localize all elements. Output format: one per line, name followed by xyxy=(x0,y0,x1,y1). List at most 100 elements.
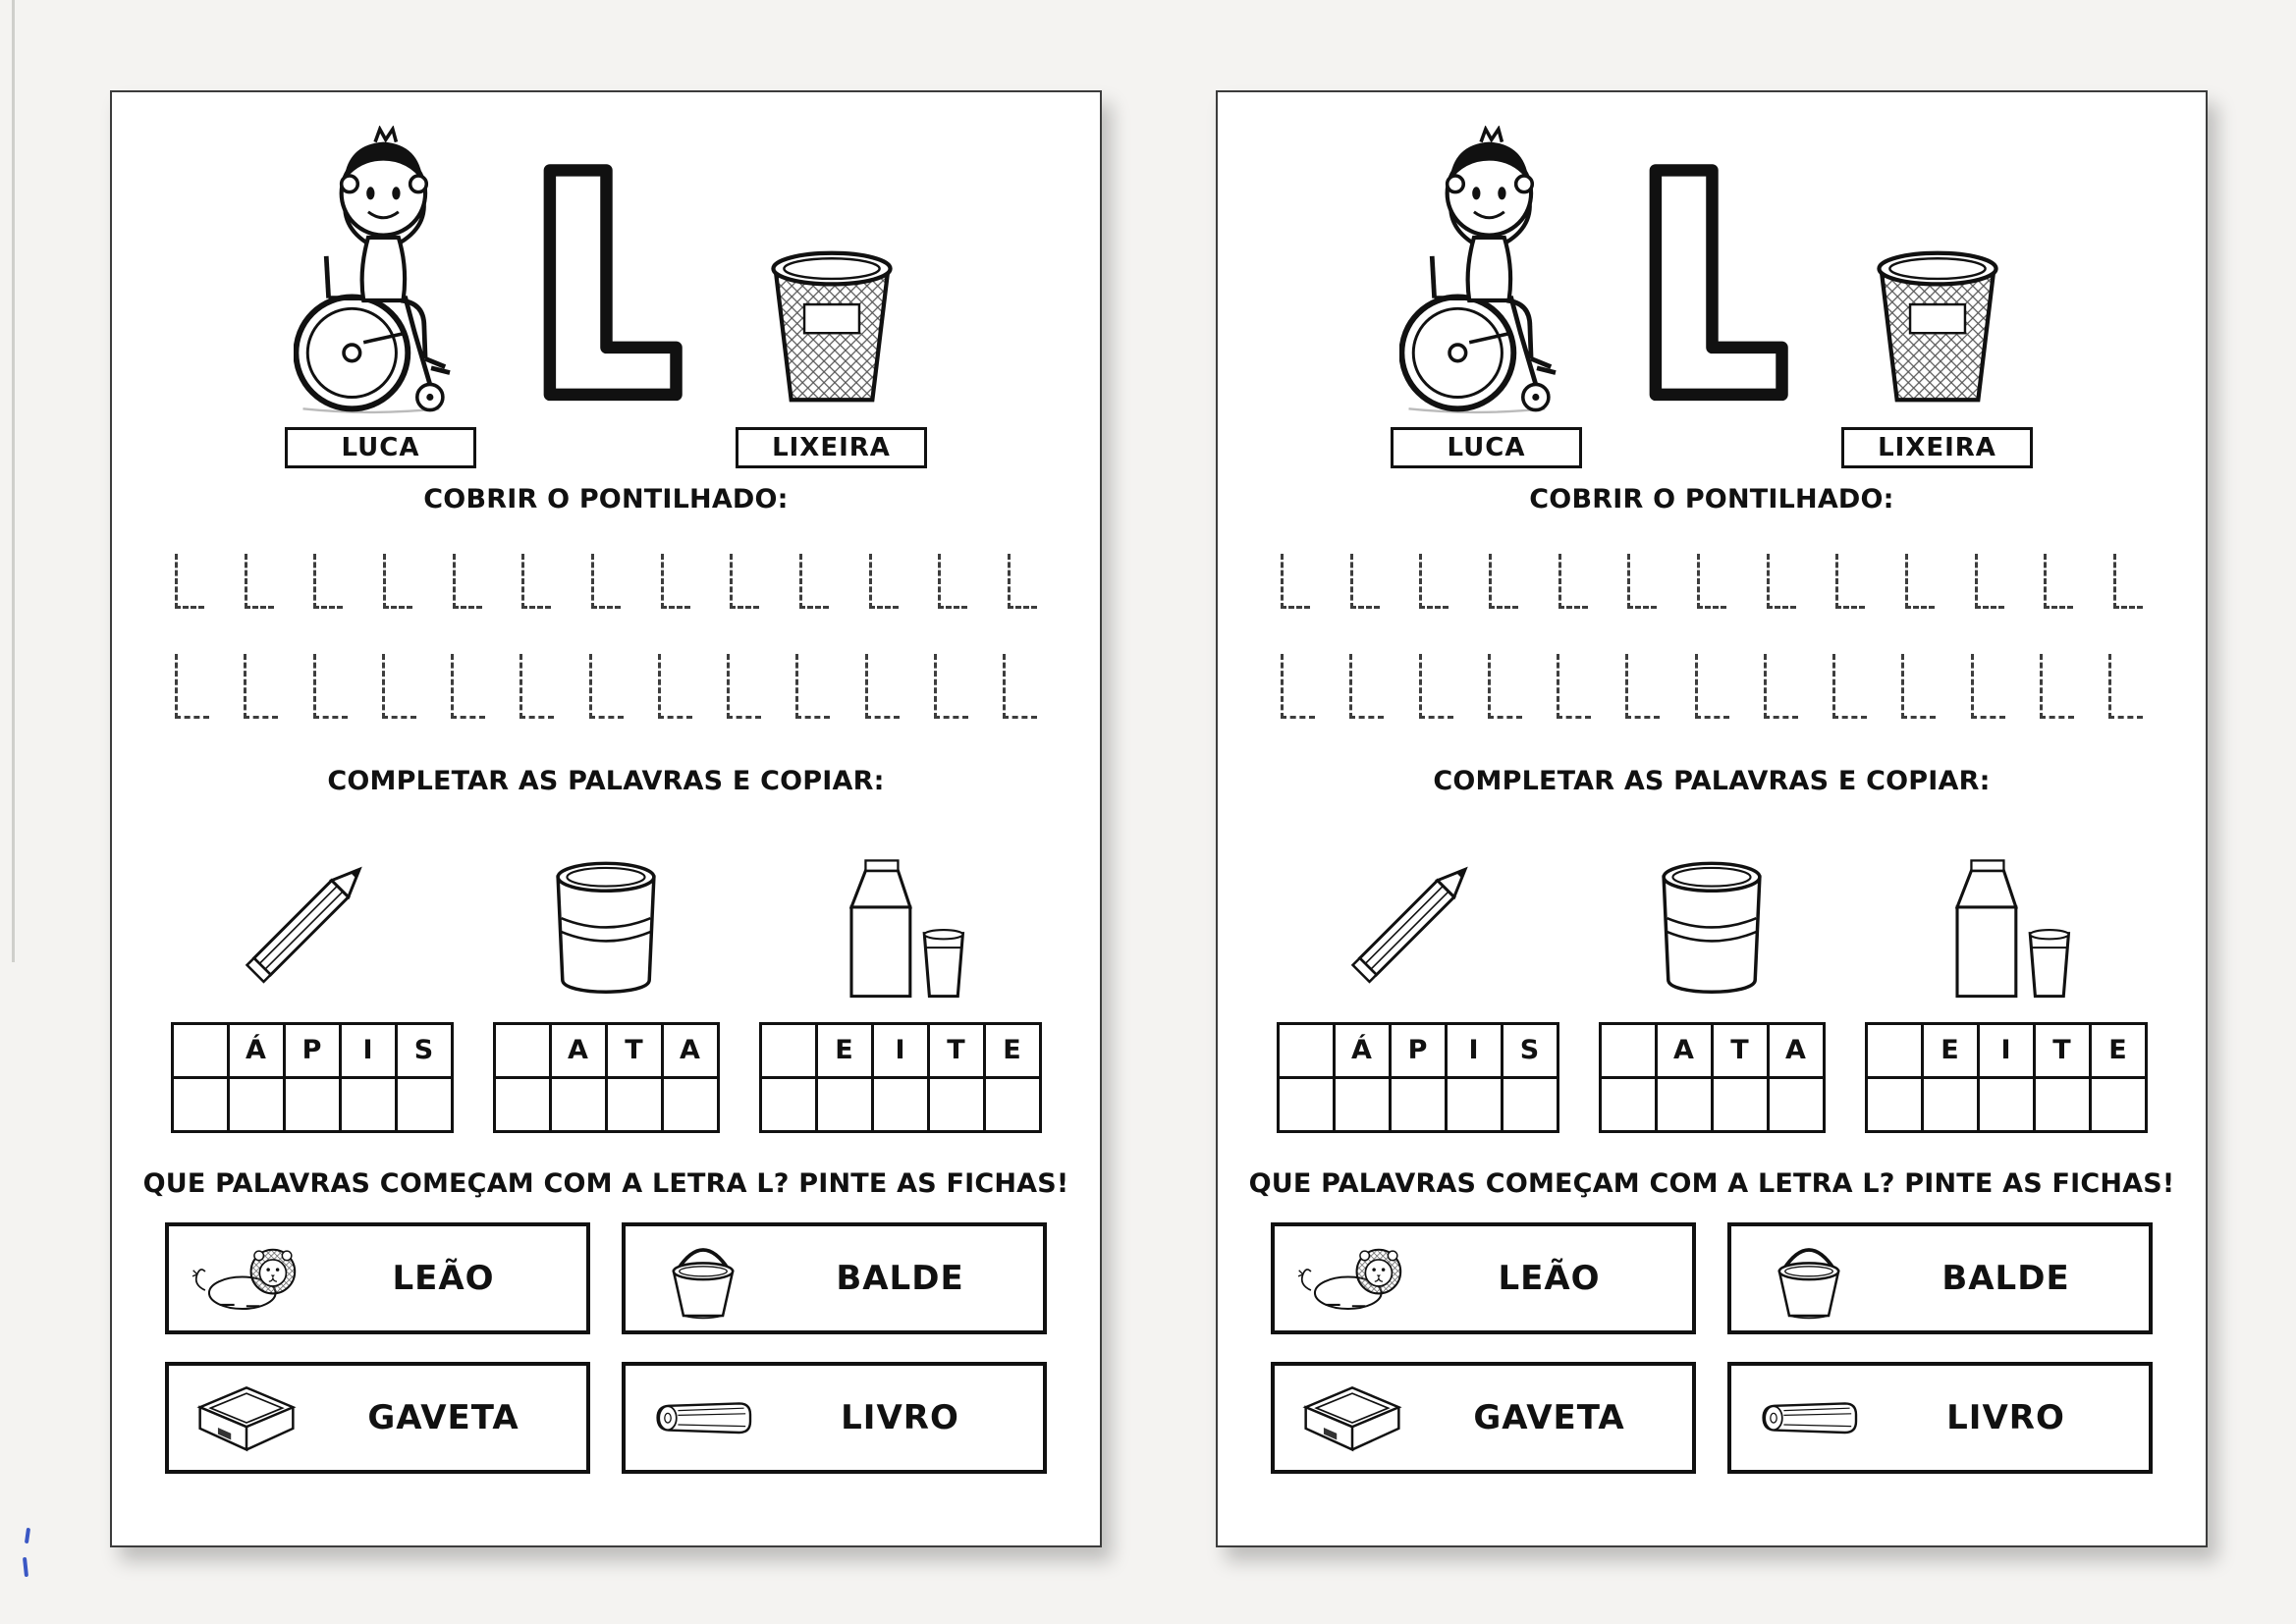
grid-cell xyxy=(170,1075,230,1133)
grid-cell: I xyxy=(1444,1021,1503,1079)
card-image-wrap xyxy=(185,1380,308,1454)
dotted-letter-l xyxy=(933,653,968,719)
grid-cell: S xyxy=(394,1021,454,1079)
dotted-letter-l xyxy=(1625,653,1661,719)
bucket-image xyxy=(1777,1248,1840,1320)
dotted-letter-l xyxy=(175,553,204,609)
drawer-image xyxy=(1302,1386,1402,1452)
luca-figure: LUCA xyxy=(1391,126,1582,468)
dotted-letter-l xyxy=(1832,653,1867,719)
dotted-letter-l xyxy=(175,653,209,719)
grid-cell: T xyxy=(1710,1021,1770,1079)
can-image xyxy=(556,861,656,994)
grid-cell xyxy=(2088,1075,2148,1133)
trace-area xyxy=(112,548,1100,719)
grid-cell: Á xyxy=(1332,1021,1392,1079)
word-card-livro: LIVRO xyxy=(622,1361,1047,1474)
luca-figure: LUCA xyxy=(285,126,476,468)
grid-cell: T xyxy=(604,1021,664,1079)
word-card-leao: LEÃO xyxy=(165,1221,590,1334)
card-label: LEÃO xyxy=(392,1258,495,1298)
header-row: LUCA LIXEIRA xyxy=(112,126,1100,468)
grid-cell xyxy=(1920,1075,1980,1133)
grid-cell: P xyxy=(1388,1021,1448,1079)
luca-label-box: LUCA xyxy=(285,426,476,468)
word-card-gaveta: GAVETA xyxy=(1271,1361,1696,1474)
dotted-letter-l xyxy=(521,553,552,609)
grid-cell: A xyxy=(1766,1021,1826,1079)
grid-cell: A xyxy=(660,1021,720,1079)
lixeira-label: LIXEIRA xyxy=(772,432,891,462)
grid-cell xyxy=(1766,1075,1826,1133)
grid-cell xyxy=(282,1075,342,1133)
word-group-leite: E I T E xyxy=(758,846,1042,1133)
grid-cell xyxy=(394,1075,454,1133)
bucket-image xyxy=(672,1248,735,1320)
grid-cell: P xyxy=(282,1021,342,1079)
grid-cell: E xyxy=(814,1021,874,1079)
word-card-balde: BALDE xyxy=(1727,1221,2153,1334)
grid-cell xyxy=(2032,1075,2092,1133)
grid-cell xyxy=(1388,1075,1448,1133)
grid-cell xyxy=(170,1021,230,1079)
grid-cell xyxy=(1864,1021,1924,1079)
card-label: BALDE xyxy=(836,1258,964,1298)
dotted-letter-l xyxy=(657,653,692,719)
dotted-letter-l xyxy=(244,553,274,609)
grid-cell xyxy=(226,1075,286,1133)
dotted-letter-l xyxy=(1281,653,1315,719)
dotted-letter-l xyxy=(1558,553,1588,609)
grid-cell xyxy=(1710,1075,1770,1133)
dotted-letter-l xyxy=(313,553,344,609)
luca-label: LUCA xyxy=(341,432,420,462)
complete-section-title: COMPLETAR AS PALAVRAS E COPIAR: xyxy=(327,765,885,796)
grid-cell xyxy=(492,1075,552,1133)
grid-cell xyxy=(604,1075,664,1133)
dotted-letter-l xyxy=(1696,553,1726,609)
dotted-letter-l xyxy=(795,653,831,719)
dotted-letter-l xyxy=(452,553,482,609)
lixeira-label: LIXEIRA xyxy=(1878,432,1996,462)
words-row: Á P I S xyxy=(112,822,1100,1133)
grid-cell xyxy=(1332,1075,1392,1133)
card-label: GAVETA xyxy=(367,1397,519,1437)
book-image xyxy=(1762,1402,1858,1435)
dotted-letter-l xyxy=(798,553,829,609)
grid-cell: T xyxy=(926,1021,986,1079)
grid-cell: I xyxy=(338,1021,398,1079)
dotted-letter-l xyxy=(590,553,621,609)
card-label: BALDE xyxy=(1941,1258,2070,1298)
luca-wheelchair-image xyxy=(1398,126,1557,414)
dotted-letter-l xyxy=(1349,653,1385,719)
grid-cell xyxy=(926,1075,986,1133)
dotted-letter-l xyxy=(1766,553,1796,609)
grid-cell: E xyxy=(1920,1021,1980,1079)
lion-image xyxy=(1297,1249,1401,1311)
cards-grid: LEÃO BALDE xyxy=(112,1221,1100,1474)
trace-row-2 xyxy=(1281,648,2143,719)
trash-bin-image xyxy=(770,251,893,403)
header-row: LUCA LIXEIRA xyxy=(1218,126,2206,468)
word-card-leao: LEÃO xyxy=(1271,1221,1696,1334)
grid-cell xyxy=(1598,1075,1658,1133)
milk-image xyxy=(848,858,965,998)
grid-cell xyxy=(492,1021,552,1079)
dotted-letter-l xyxy=(244,653,279,719)
lion-image xyxy=(191,1249,296,1311)
letter-grid-lata: A T A xyxy=(492,1021,720,1133)
dotted-letter-l xyxy=(1901,653,1937,719)
grid-cell xyxy=(758,1075,818,1133)
grid-cell xyxy=(814,1075,874,1133)
grid-cell xyxy=(1598,1021,1658,1079)
card-image-wrap xyxy=(641,1393,765,1442)
word-card-livro: LIVRO xyxy=(1727,1361,2153,1474)
card-image-wrap xyxy=(641,1235,765,1322)
dotted-letter-l xyxy=(2039,653,2074,719)
grid-cell xyxy=(1654,1075,1714,1133)
word-group-lapis: Á P I S xyxy=(1276,822,1559,1133)
card-label: LIVRO xyxy=(1946,1397,2065,1437)
cards-grid: LEÃO BALDE xyxy=(1218,1221,2206,1474)
worksheet-page: LUCA LIXEIRA COBRIR O PONTILHADO: xyxy=(112,92,1100,1545)
card-label: GAVETA xyxy=(1473,1397,1625,1437)
word-group-lata: A T A xyxy=(492,854,720,1133)
